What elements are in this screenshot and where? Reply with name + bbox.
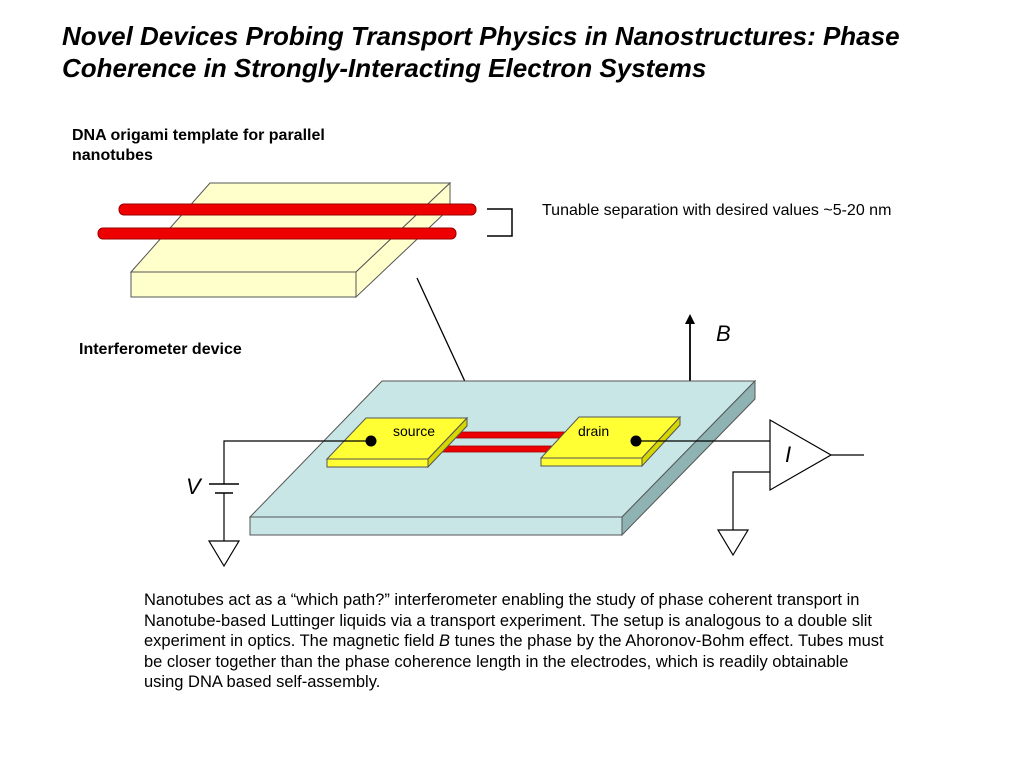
dna-template-slab — [129, 181, 452, 299]
drain-electrode — [539, 415, 682, 468]
drain-label: drain — [578, 423, 609, 439]
interferometer-label: Interferometer device — [79, 341, 242, 358]
current-label: I — [785, 442, 791, 467]
ground-symbol-right — [716, 529, 750, 557]
dna-template-label: DNA origami template for parallel nanotu… — [72, 127, 325, 164]
template-nanotube-2 — [97, 227, 457, 240]
b-field-label: B — [716, 321, 731, 346]
description-paragraph: Nanotubes act as a “which path?” interfe… — [144, 590, 884, 693]
amplifier-symbol — [769, 418, 833, 492]
source-wire — [223, 440, 371, 484]
amplifier-ground-wire — [732, 471, 770, 530]
description-field-symbol: B — [439, 632, 451, 650]
tunable-separation-label: Tunable separation with desired values ~… — [542, 202, 892, 219]
substrate — [248, 379, 757, 537]
slide-title: Novel Devices Probing Transport Physics … — [62, 21, 900, 83]
source-electrode — [325, 416, 469, 469]
source-label: source — [393, 423, 435, 439]
description-part-1: Nanotubes act as a “which path?” interfe… — [144, 591, 872, 650]
template-nanotube-1 — [118, 203, 477, 216]
description-part-2: tunes the phase by the Ahoronov-Bohm eff… — [144, 632, 884, 691]
ground-symbol-left — [207, 540, 241, 568]
voltage-label: V — [186, 474, 203, 499]
template-nanotubes — [97, 203, 477, 240]
separation-bracket — [487, 208, 513, 237]
